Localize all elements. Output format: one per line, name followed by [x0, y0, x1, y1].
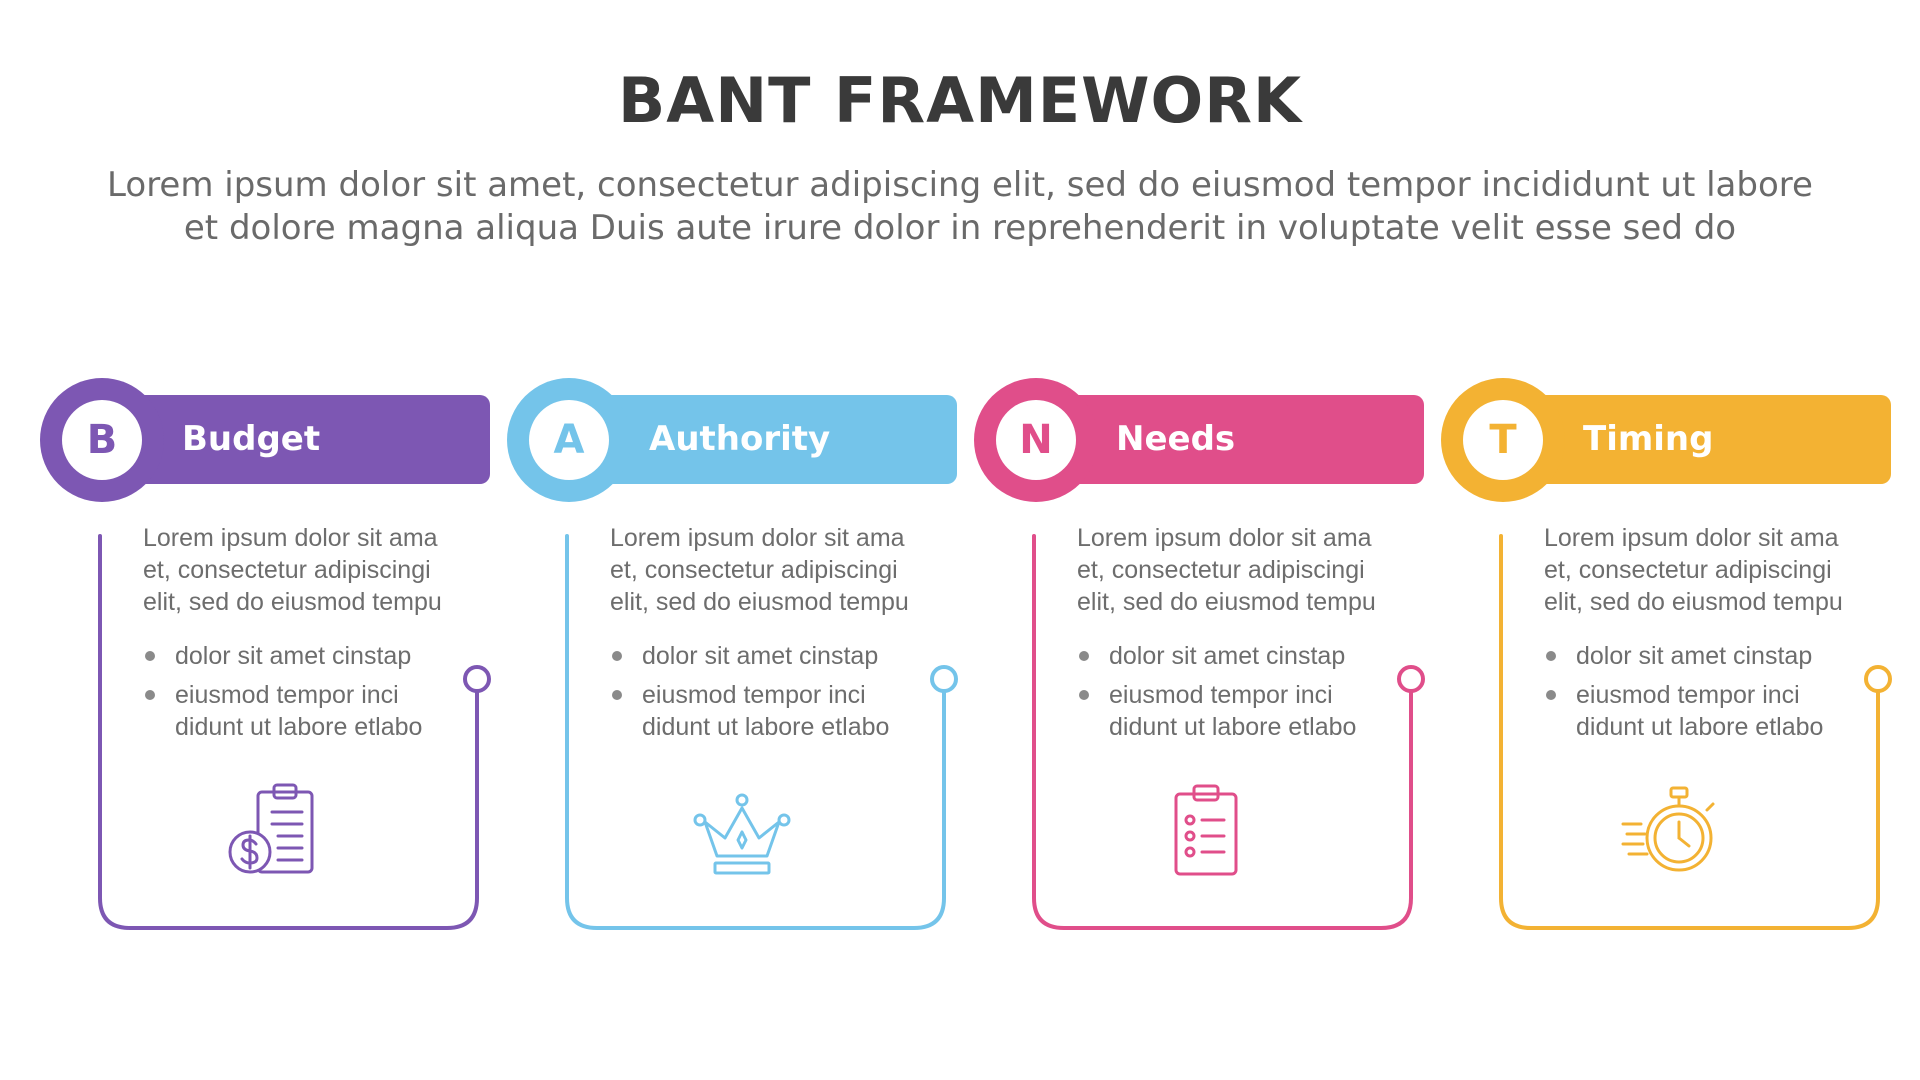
bullet-dot-icon [1546, 690, 1556, 700]
card-bullet-list: dolor sit amet cinstap eiusmod tempor in… [1077, 640, 1377, 750]
card-bullet-text-line-2: didunt ut labore etlabo [642, 713, 890, 741]
card-description: Lorem ipsum dolor sit ama et, consectetu… [143, 522, 473, 618]
bullet-dot-icon [1079, 651, 1089, 661]
card-header-bar [1036, 395, 1424, 484]
stopwatch-icon [1621, 786, 1715, 872]
subtitle-line-1: Lorem ipsum dolor sit amet, consectetur … [107, 165, 1813, 205]
card-bullet-item: dolor sit amet cinstap [610, 640, 910, 672]
card-bullet-item: dolor sit amet cinstap [1077, 640, 1377, 672]
card-description-line-1: Lorem ipsum dolor sit ama [610, 524, 905, 552]
card-description-line-1: Lorem ipsum dolor sit ama [1544, 524, 1839, 552]
card-description-line-2: et, consectetur adipiscingi [143, 556, 431, 584]
card-letter: B [62, 400, 142, 480]
card-bullet-list: dolor sit amet cinstap eiusmod tempor in… [610, 640, 910, 750]
card-bullet-item: dolor sit amet cinstap [1544, 640, 1844, 672]
card-bullet-item: eiusmod tempor inci didunt ut labore etla… [1077, 679, 1377, 743]
bullet-dot-icon [1079, 690, 1089, 700]
card-frame [1499, 534, 1892, 930]
card-bullet-text: dolor sit amet cinstap [1109, 642, 1346, 670]
card-bullet-item: eiusmod tempor inci didunt ut labore etla… [610, 679, 910, 743]
card-title: Timing [1583, 419, 1714, 459]
card-needs: N Needs Lorem ipsum dolor sit ama et, co… [974, 378, 1425, 930]
subtitle: Lorem ipsum dolor sit amet, consectetur … [80, 164, 1840, 250]
crown-icon [693, 793, 791, 875]
card-bullet-list: dolor sit amet cinstap eiusmod tempor in… [1544, 640, 1844, 750]
card-authority: A Authority Lorem ipsum dolor sit ama et… [507, 378, 958, 930]
card-bullet-item: eiusmod tempor inci didunt ut labore etla… [143, 679, 443, 743]
card-letter: T [1463, 400, 1543, 480]
card-letter-badge: T [1441, 378, 1565, 502]
card-description-line-3: elit, sed do eiusmod tempu [1077, 588, 1376, 616]
card-bullet-text-line-2: didunt ut labore etlabo [175, 713, 423, 741]
card-description-line-1: Lorem ipsum dolor sit ama [143, 524, 438, 552]
card-bullet-text: dolor sit amet cinstap [1576, 642, 1813, 670]
bullet-dot-icon [1546, 651, 1556, 661]
card-bullet-text-line-1: eiusmod tempor inci [1109, 681, 1333, 709]
card-bullet-item: dolor sit amet cinstap [143, 640, 443, 672]
card-budget: B Budget Lorem ipsum dolor sit ama et, c… [40, 378, 491, 930]
card-frame [1032, 534, 1425, 930]
card-letter-badge: A [507, 378, 631, 502]
card-description-line-2: et, consectetur adipiscingi [1077, 556, 1365, 584]
card-timing: T Timing Lorem ipsum dolor sit ama et, c… [1441, 378, 1892, 930]
card-letter: N [996, 400, 1076, 480]
bullet-dot-icon [612, 690, 622, 700]
card-frame [98, 534, 491, 930]
page-title: BANT FRAMEWORK [617, 64, 1302, 137]
card-frame [565, 534, 958, 930]
card-bullet-text-line-1: eiusmod tempor inci [175, 681, 399, 709]
card-description-line-1: Lorem ipsum dolor sit ama [1077, 524, 1372, 552]
clipboard-dollar-icon [228, 783, 314, 874]
bullet-dot-icon [612, 651, 622, 661]
card-description-line-3: elit, sed do eiusmod tempu [143, 588, 442, 616]
card-bullet-text: dolor sit amet cinstap [175, 642, 412, 670]
card-bullet-text-line-2: didunt ut labore etlabo [1576, 713, 1824, 741]
card-description: Lorem ipsum dolor sit ama et, consectetu… [1077, 522, 1407, 618]
card-bullet-text-line-1: eiusmod tempor inci [642, 681, 866, 709]
card-letter-badge: N [974, 378, 1098, 502]
card-description-line-2: et, consectetur adipiscingi [1544, 556, 1832, 584]
card-title: Needs [1116, 419, 1236, 459]
card-bullet-text-line-1: eiusmod tempor inci [1576, 681, 1800, 709]
card-header-bar [569, 395, 957, 484]
bullet-dot-icon [145, 690, 155, 700]
card-description: Lorem ipsum dolor sit ama et, consectetu… [1544, 522, 1874, 618]
card-header-bar [1503, 395, 1891, 484]
card-letter: A [529, 400, 609, 480]
checklist-clipboard-icon [1174, 784, 1238, 876]
card-description-line-2: et, consectetur adipiscingi [610, 556, 898, 584]
card-bullet-item: eiusmod tempor inci didunt ut labore etla… [1544, 679, 1844, 743]
card-description-line-3: elit, sed do eiusmod tempu [1544, 588, 1843, 616]
card-title: Budget [182, 419, 321, 459]
card-title: Authority [649, 419, 831, 459]
bullet-dot-icon [145, 651, 155, 661]
card-bullet-text: dolor sit amet cinstap [642, 642, 879, 670]
subtitle-line-2: et dolore magna aliqua Duis aute irure d… [183, 208, 1737, 248]
card-bullet-list: dolor sit amet cinstap eiusmod tempor in… [143, 640, 443, 750]
card-letter-badge: B [40, 378, 164, 502]
card-bullet-text-line-2: didunt ut labore etlabo [1109, 713, 1357, 741]
card-description: Lorem ipsum dolor sit ama et, consectetu… [610, 522, 940, 618]
card-description-line-3: elit, sed do eiusmod tempu [610, 588, 909, 616]
card-header-bar [102, 395, 490, 484]
